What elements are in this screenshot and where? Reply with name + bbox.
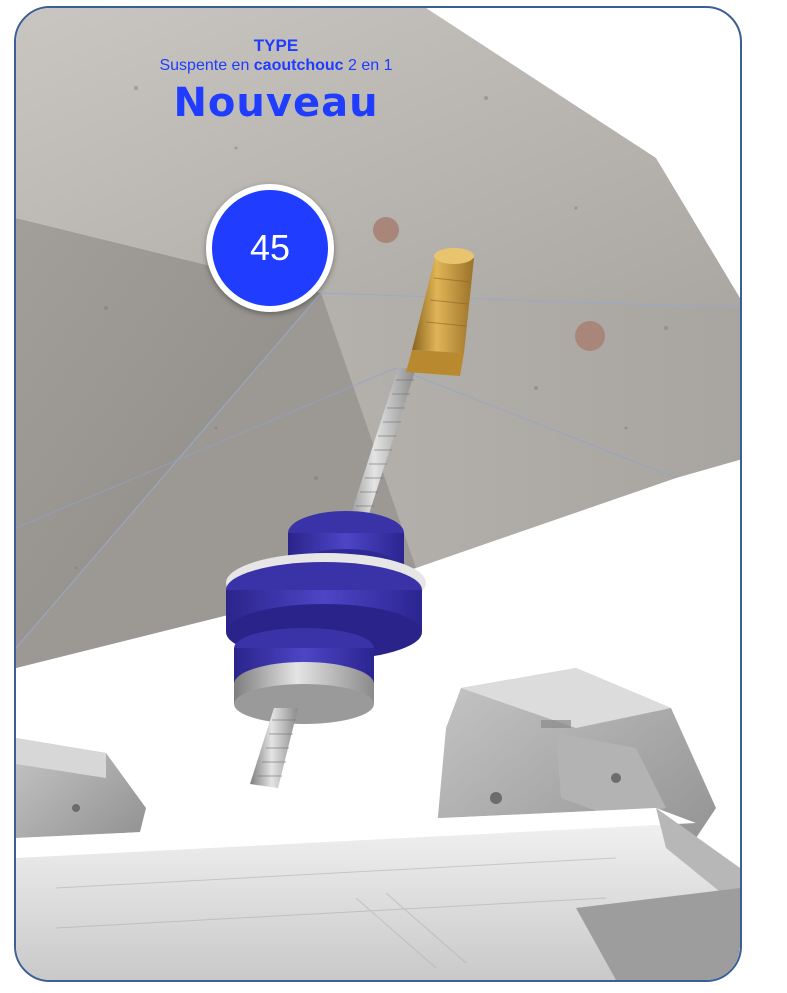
header: TYPE Suspente en caoutchouc 2 en 1 Nouve…	[16, 36, 536, 128]
metal-clip-left	[16, 738, 146, 848]
brass-anchor	[406, 248, 474, 376]
type-label: TYPE	[253, 36, 299, 55]
image-frame: TYPE Suspente en caoutchouc 2 en 1 Nouve…	[14, 6, 742, 982]
threaded-rod	[340, 368, 416, 548]
metal-rail	[16, 808, 740, 980]
drill-hole	[373, 217, 399, 243]
subtitle-bold: caoutchouc	[253, 57, 344, 74]
product-subtitle: Suspente en caoutchouc 2 en 1	[16, 56, 536, 76]
number-badge: 45	[206, 184, 334, 312]
headline-nouveau: Nouveau	[173, 80, 379, 126]
subtitle-suffix: 2 en 1	[343, 57, 393, 74]
badge-number: 45	[249, 227, 291, 268]
concrete-slab-underside	[16, 218, 321, 648]
product-scene	[16, 8, 740, 980]
drill-hole	[575, 321, 605, 351]
concrete-slab-top	[16, 8, 740, 308]
rubber-hanger	[226, 511, 426, 788]
subtitle-prefix: Suspente en	[159, 57, 254, 74]
